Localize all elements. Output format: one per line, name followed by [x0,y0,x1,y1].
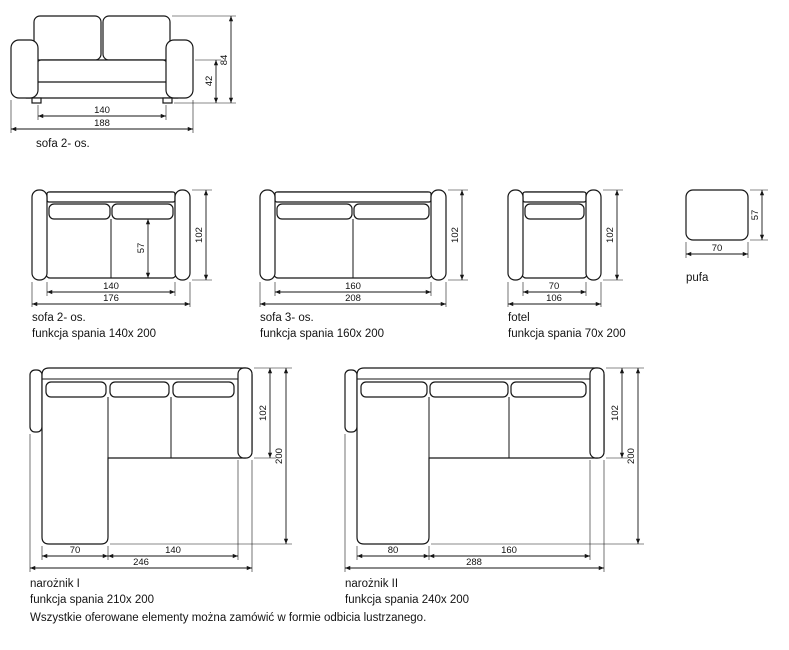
item-function: funkcja spania 140x 200 [32,328,157,341]
item-label: narożnik II funkcja spania 240x 200 [345,576,673,608]
dimension-lines: 102 200 80 160 288 [344,367,644,572]
corner-sofa-outline [29,367,253,545]
dim-width: 70 [712,243,723,254]
dim-seat-width: 140 [94,105,110,116]
dim-seat-depth: 57 [136,243,147,254]
dim-total-depth: 102 [450,227,461,243]
dim-seat-width: 140 [103,281,119,292]
dim-total-height: 84 [219,55,230,66]
item-sofa2-front: 42 84 140 188 sofa 2- os. [10,14,250,152]
naroznik2-drawing: 102 200 80 160 288 [344,367,644,572]
item-name: pufa [686,272,709,284]
item-sofa2-top: 57 102 140 176 sofa 2- os. funkcja spani… [30,188,265,342]
item-pufa: 57 70 pufa [684,188,784,286]
naroznik1-drawing: 102 200 70 140 246 [29,367,292,572]
pufa-outline [685,189,749,241]
item-function: funkcja spania 240x 200 [345,594,470,607]
fotel-top-drawing: 102 70 106 [507,189,623,307]
dim-seat-width: 70 [549,281,560,292]
item-name: narożnik I [30,578,80,590]
item-function: funkcja spania 70x 200 [508,328,626,341]
sofa2-front-drawing: 42 84 140 188 [10,15,236,133]
dimension-lines: 102 70 106 [507,189,623,307]
dim-total-depth: 102 [194,227,205,243]
item-naroznik1: 102 200 70 140 246 narożnik I funkcja sp… [28,366,318,608]
dim-total-depth: 200 [626,448,637,464]
dim-total-width: 106 [546,293,562,304]
fotel-outline [507,189,602,281]
item-function: funkcja spania 160x 200 [260,328,385,341]
dimension-lines: 57 70 [685,189,768,258]
item-label: sofa 2- os. funkcja spania 140x 200 [32,310,265,342]
item-label: sofa 3- os. funkcja spania 160x 200 [260,310,508,342]
pufa-drawing: 57 70 [685,189,768,258]
item-fotel-top: 102 70 106 fotel funkcja spania 70x 200 [506,188,646,342]
dim-total-depth: 102 [605,227,616,243]
dim-total-width: 188 [94,118,110,129]
sofa-top-outline [31,189,191,281]
mirror-option-note: Wszystkie oferowane elementy można zamów… [30,612,427,624]
dim-chaise-width: 80 [388,545,399,556]
dimension-lines: 102 200 70 140 246 [29,367,292,572]
sofa3-top-drawing: 102 160 208 [259,189,468,307]
item-label: pufa [686,270,784,286]
dim-seat-width: 140 [165,545,181,556]
dim-depth: 57 [750,210,761,221]
item-label: fotel funkcja spania 70x 200 [508,310,646,342]
item-label: narożnik I funkcja spania 210x 200 [30,576,318,608]
dim-total-width: 246 [133,557,149,568]
dim-total-width: 208 [345,293,361,304]
item-naroznik2: 102 200 80 160 288 narożnik II funkcja s… [343,366,673,608]
dim-seat-width: 160 [345,281,361,292]
dim-sofa-depth: 102 [258,405,269,421]
item-name: sofa 3- os. [260,312,314,324]
dimension-lines: 42 84 140 188 [10,15,236,133]
sofa-front-outline [10,15,194,104]
dim-seat-width: 160 [501,545,517,556]
item-name: sofa 2- os. [36,138,90,150]
dim-total-width: 288 [466,557,482,568]
dim-sofa-depth: 102 [610,405,621,421]
sofa2-top-drawing: 57 102 140 176 [31,189,212,307]
item-sofa3-top: 102 160 208 sofa 3- os. funkcja spania 1… [258,188,508,342]
dimension-lines: 102 160 208 [259,189,468,307]
item-name: fotel [508,312,530,324]
item-name: sofa 2- os. [32,312,86,324]
corner-sofa-outline [344,367,605,545]
sofa-top-outline [259,189,447,281]
dim-total-width: 176 [103,293,119,304]
item-function: funkcja spania 210x 200 [30,594,155,607]
item-label: sofa 2- os. [36,136,250,152]
dim-arm-height: 42 [204,76,215,87]
dim-chaise-width: 70 [70,545,81,556]
dim-total-depth: 200 [274,448,285,464]
item-name: narożnik II [345,578,399,590]
dimension-lines: 57 102 140 176 [31,189,212,307]
